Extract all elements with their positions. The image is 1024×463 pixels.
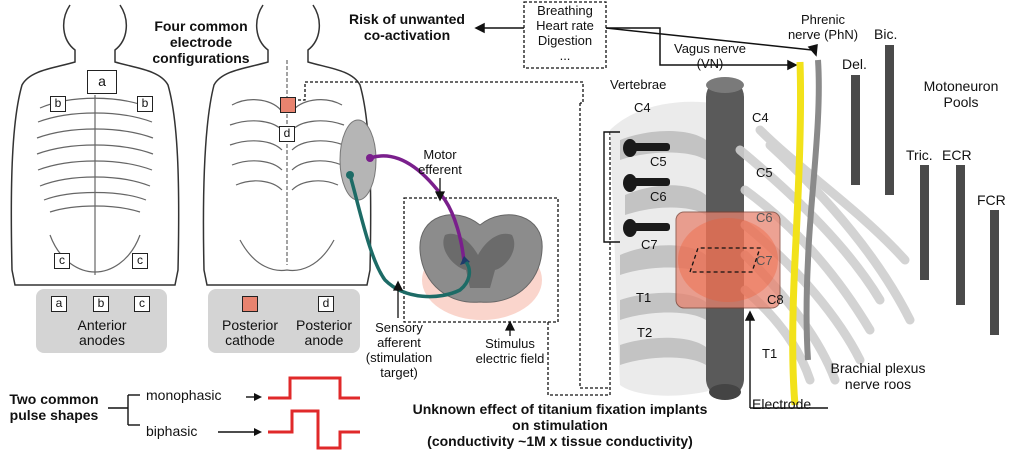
biphasic-pulse bbox=[268, 409, 360, 450]
muscle-tric: Tric. bbox=[906, 147, 933, 163]
electrode-plate bbox=[689, 247, 761, 273]
titanium-screws bbox=[623, 139, 670, 237]
spinal-section-box bbox=[403, 197, 559, 323]
muscle-fcr: FCR bbox=[977, 192, 1006, 208]
electrode-c-left: c bbox=[54, 253, 70, 269]
muscle-ecr: ECR bbox=[942, 147, 972, 163]
muscle-bic: Bic. bbox=[874, 26, 898, 42]
section-arrows bbox=[392, 178, 516, 336]
electrode-c-right: c bbox=[132, 253, 148, 269]
level-right-c6: C6 bbox=[756, 210, 773, 225]
electrode-a-top: a bbox=[87, 70, 117, 94]
electrode-b-right: b bbox=[137, 96, 153, 112]
electrode-label: Electrode bbox=[752, 396, 812, 412]
motoneuron-pools bbox=[851, 45, 999, 335]
cathode-patch bbox=[280, 97, 296, 113]
stim-electrode bbox=[675, 211, 781, 309]
level-left-t1: T1 bbox=[636, 290, 652, 305]
screw-bracket bbox=[603, 131, 620, 243]
electrode-b-left: b bbox=[50, 96, 66, 112]
level-left-c7: C7 bbox=[641, 237, 658, 252]
phrenic-nerve bbox=[803, 59, 822, 361]
biphasic-label: biphasic bbox=[146, 423, 198, 439]
legend-electrode-c: c bbox=[134, 296, 150, 312]
level-left-t2: T2 bbox=[637, 325, 653, 340]
legend-electrode-b: b bbox=[93, 296, 109, 312]
legend-cathode-swatch bbox=[242, 296, 258, 312]
level-right-c8: C8 bbox=[767, 292, 784, 307]
level-left-c6: C6 bbox=[650, 189, 667, 204]
sensory-afferent-line bbox=[348, 174, 472, 299]
dashed-connectors bbox=[298, 81, 611, 396]
legend-electrode-a: a bbox=[51, 296, 67, 312]
coactivation-list: Breathing Heart rate Digestion ... bbox=[536, 3, 594, 63]
monophasic-pulse bbox=[268, 376, 360, 400]
risk-arrows bbox=[474, 22, 818, 71]
level-left-c4: C4 bbox=[634, 100, 651, 115]
titanium-implants-label: Unknown effect of titanium fixation impl… bbox=[412, 401, 708, 449]
monophasic-label: monophasic bbox=[146, 387, 222, 403]
level-right-t1: T1 bbox=[762, 346, 778, 361]
vertebral-column bbox=[610, 77, 744, 400]
motor-efferent-line bbox=[369, 154, 466, 263]
vagus-nerve bbox=[789, 61, 805, 406]
vertebrae-label: Vertebrae bbox=[610, 77, 667, 92]
level-left-c5: C5 bbox=[650, 154, 667, 169]
level-right-c7: C7 bbox=[756, 253, 773, 268]
posterior-panel bbox=[208, 289, 360, 353]
legend-electrode-d: d bbox=[318, 296, 334, 312]
level-right-c4: C4 bbox=[752, 110, 769, 125]
electrode-arrow bbox=[744, 310, 828, 409]
electrode-d-back: d bbox=[279, 126, 295, 142]
coactivation-box bbox=[523, 1, 607, 69]
muscle-del: Del. bbox=[842, 56, 867, 72]
level-right-c5: C5 bbox=[756, 165, 773, 180]
vagus-nerve-label: Vagus nerve(VN) bbox=[673, 41, 747, 71]
